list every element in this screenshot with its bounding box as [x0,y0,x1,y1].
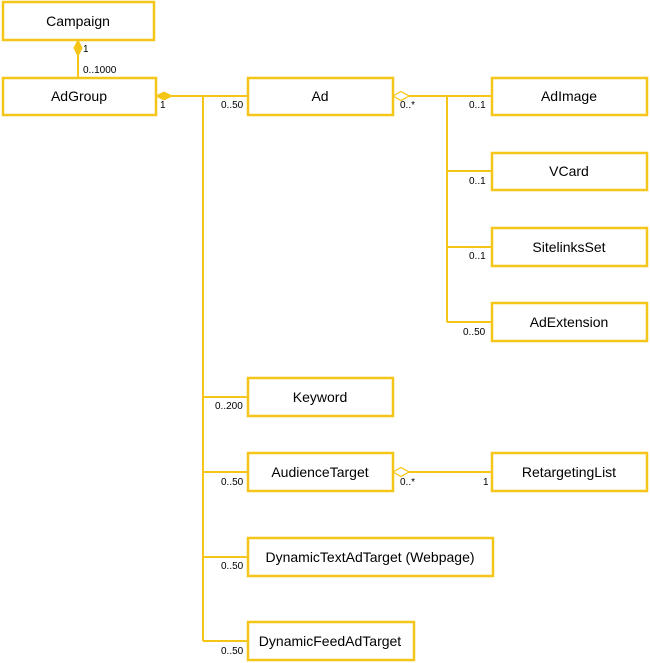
class-ad-label: Ad [311,88,328,104]
class-dynamicfeedadtarget: DynamicFeedAdTarget [246,620,416,662]
multiplicity-audiencetarget-side: 0..* [400,477,415,488]
multiplicity-keyword: 0..200 [215,401,243,412]
multiplicity-adgroup-side: 1 [160,100,166,111]
multiplicity-audiencetarget: 0..50 [221,477,244,488]
class-sitelinksset: SitelinksSet [490,226,649,268]
multiplicity-retargetinglist: 1 [483,477,489,488]
class-sitelinksset-label: SitelinksSet [532,239,605,255]
class-ad: Ad [246,76,395,117]
class-retargetinglist-label: RetargetingList [522,464,616,480]
multiplicity-labels: 1 0..1000 1 0..50 0..* 0..1 0..1 0..1 0.… [83,44,489,657]
multiplicity-adextension: 0..50 [463,327,486,338]
class-keyword: Keyword [246,376,395,418]
aggregation-diamond-icon [391,466,411,478]
class-vcard: VCard [490,151,649,192]
aggregation-diamond-icon [391,90,411,102]
multiplicity-adimage: 0..1 [469,100,486,111]
class-vcard-label: VCard [549,163,589,179]
multiplicity-dynamicfeedadtarget: 0..50 [221,646,244,657]
class-dynamictextadtarget: DynamicTextAdTarget (Webpage) [246,536,495,578]
class-adimage-label: AdImage [541,88,597,104]
class-adextension-label: AdExtension [530,314,609,330]
class-adgroup: AdGroup [1,76,158,117]
composition-diamond-icon [154,91,174,101]
multiplicity-ad: 0..50 [221,100,244,111]
class-adextension: AdExtension [490,301,649,343]
class-campaign: Campaign [1,0,156,42]
multiplicity-adgroup-from-campaign: 0..1000 [83,65,117,76]
multiplicity-sitelinksset: 0..1 [469,251,486,262]
class-adimage: AdImage [490,76,649,117]
composition-diamond-icon [73,38,83,58]
class-audiencetarget: AudienceTarget [246,451,395,493]
class-keyword-label: Keyword [293,389,347,405]
class-campaign-label: Campaign [46,13,110,29]
class-retargetinglist: RetargetingList [490,451,649,493]
class-dynamictextadtarget-label: DynamicTextAdTarget (Webpage) [265,549,474,565]
multiplicity-dynamictextadtarget: 0..50 [221,561,244,572]
diamonds [73,38,411,478]
class-adgroup-label: AdGroup [51,88,107,104]
multiplicity-campaign-side: 1 [83,44,89,55]
class-dynamicfeedadtarget-label: DynamicFeedAdTarget [259,633,402,649]
connectors [77,40,492,642]
multiplicity-ad-side: 0..* [400,100,415,111]
multiplicity-vcard: 0..1 [469,176,486,187]
class-audiencetarget-label: AudienceTarget [271,464,368,480]
